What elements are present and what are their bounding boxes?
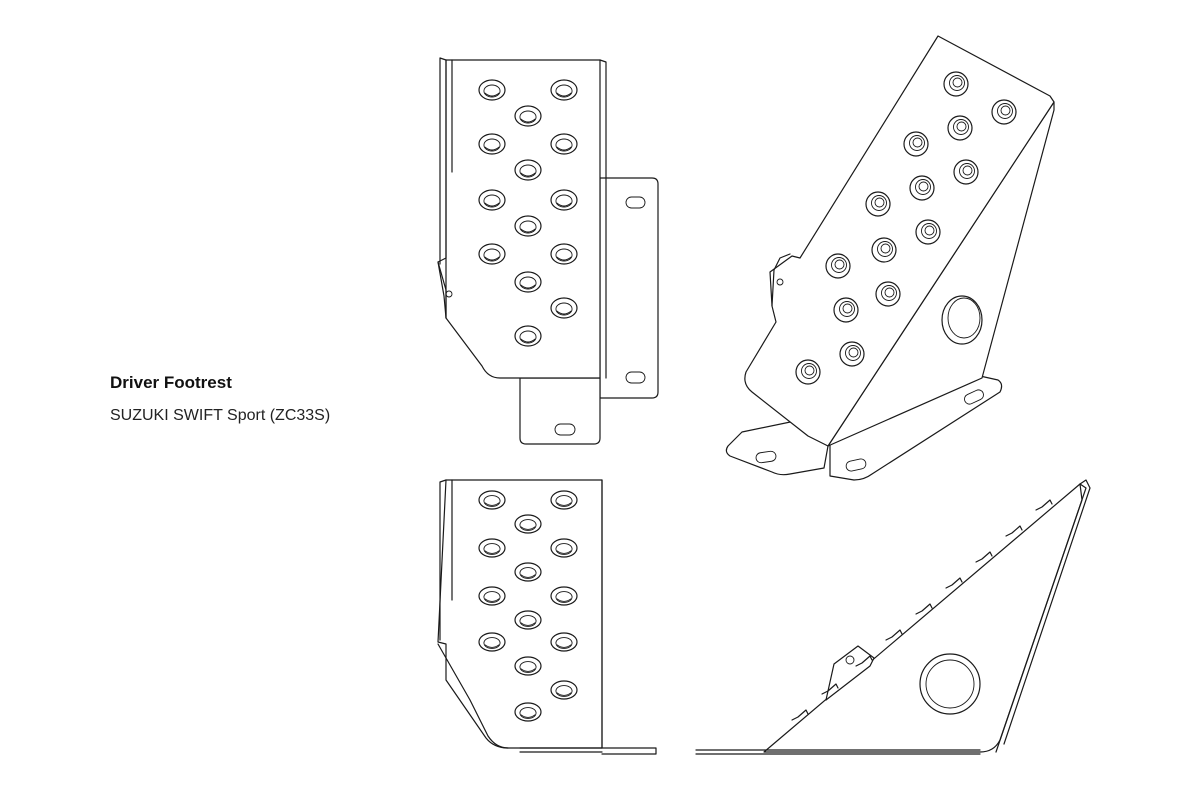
dimple bbox=[550, 297, 578, 319]
dimple bbox=[947, 115, 973, 141]
caption-block: Driver Footrest SUZUKI SWIFT Sport (ZC33… bbox=[110, 372, 330, 427]
dimple bbox=[478, 243, 506, 265]
dimple bbox=[478, 538, 506, 558]
side-view bbox=[695, 479, 1091, 755]
dimple bbox=[550, 632, 578, 652]
dimple bbox=[514, 271, 542, 293]
dimple bbox=[514, 159, 542, 181]
dimple-profile bbox=[885, 629, 903, 641]
dimple bbox=[903, 131, 929, 157]
dimple bbox=[514, 702, 542, 722]
dimple bbox=[550, 490, 578, 510]
dimple bbox=[875, 281, 901, 307]
dimple bbox=[550, 586, 578, 606]
dimple-profile bbox=[915, 603, 933, 615]
dimple bbox=[514, 562, 542, 582]
dimple-profile bbox=[791, 709, 809, 721]
top-view-dimples bbox=[478, 490, 578, 722]
dimple bbox=[825, 253, 851, 279]
dimple bbox=[909, 175, 935, 201]
dimple bbox=[915, 219, 941, 245]
dimple bbox=[550, 680, 578, 700]
dimple bbox=[550, 243, 578, 265]
dimple bbox=[871, 237, 897, 263]
dimple bbox=[865, 191, 891, 217]
dimple bbox=[550, 133, 578, 155]
dimple bbox=[833, 297, 859, 323]
isometric-view bbox=[725, 35, 1055, 481]
dimple-profile bbox=[975, 551, 993, 563]
top-view bbox=[437, 479, 657, 755]
dimple bbox=[839, 341, 865, 367]
dimple bbox=[550, 189, 578, 211]
dimple bbox=[953, 159, 979, 185]
isometric-dimples bbox=[795, 71, 1017, 385]
dimple-profile bbox=[821, 683, 839, 695]
dimple bbox=[478, 79, 506, 101]
dimple-profile bbox=[945, 577, 963, 589]
dimple bbox=[478, 133, 506, 155]
dimple bbox=[478, 586, 506, 606]
dimple bbox=[514, 105, 542, 127]
dimple bbox=[795, 359, 821, 385]
dimple bbox=[514, 610, 542, 630]
dimple bbox=[514, 656, 542, 676]
dimple-profile bbox=[1035, 499, 1053, 511]
dimple bbox=[478, 490, 506, 510]
front-view-dimples bbox=[478, 79, 578, 347]
dimple-profile bbox=[1005, 525, 1023, 537]
side-view-bumps bbox=[791, 499, 1053, 721]
dimple bbox=[943, 71, 969, 97]
dimple bbox=[991, 99, 1017, 125]
dimple-profile bbox=[855, 655, 873, 667]
dimple bbox=[514, 215, 542, 237]
dimple bbox=[550, 538, 578, 558]
dimple bbox=[514, 325, 542, 347]
dimple bbox=[478, 189, 506, 211]
dimple bbox=[550, 79, 578, 101]
front-view bbox=[437, 57, 659, 445]
product-title: Driver Footrest bbox=[110, 373, 232, 392]
dimple bbox=[514, 514, 542, 534]
dimple bbox=[478, 632, 506, 652]
product-subtitle: SUZUKI SWIFT Sport (ZC33S) bbox=[110, 407, 331, 424]
